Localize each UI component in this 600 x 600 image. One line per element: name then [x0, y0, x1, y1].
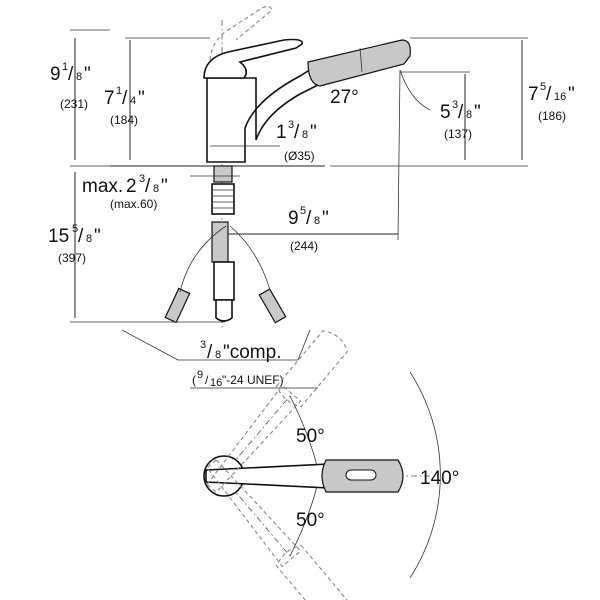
- svg-text:16: 16: [554, 91, 566, 103]
- svg-text:": ": [94, 226, 101, 247]
- hose-length-dimension: 15 5 / 8 " (397): [48, 223, 101, 265]
- outlet-height-dimension: 5 3 / 8 " (137): [440, 99, 481, 141]
- mounting-nut: [213, 165, 233, 183]
- svg-text:9: 9: [288, 208, 299, 229]
- svg-text:9: 9: [197, 369, 203, 381]
- max-deck-thickness-dimension: max. 2 3 / 8 " (max.60): [82, 173, 168, 211]
- svg-text:5: 5: [72, 223, 78, 235]
- svg-text:8: 8: [86, 233, 92, 245]
- side-elevation: [70, 5, 528, 389]
- total-angle-label: 140°: [420, 468, 459, 489]
- svg-text:": ": [474, 102, 481, 123]
- spout-reach-dimension: 9 5 / 8 " (244): [288, 205, 329, 253]
- handle-raised-outline: [209, 5, 273, 61]
- pullout-spray-head: [307, 39, 411, 87]
- svg-text:(: (: [192, 373, 196, 387]
- spout-angle-label: 27°: [330, 87, 359, 108]
- svg-text:(397): (397): [58, 251, 86, 265]
- svg-text:5: 5: [300, 205, 306, 217]
- svg-text:/: /: [546, 84, 552, 105]
- svg-text:"-24 UNEF): "-24 UNEF): [222, 373, 284, 387]
- svg-text:3: 3: [139, 173, 145, 185]
- svg-text:1: 1: [62, 61, 68, 73]
- svg-text:8: 8: [76, 71, 82, 83]
- svg-text:(186): (186): [538, 109, 566, 123]
- svg-text:/: /: [458, 102, 464, 123]
- lever-handle: [203, 38, 303, 79]
- svg-text:1: 1: [116, 85, 122, 97]
- svg-text:/: /: [205, 373, 209, 387]
- svg-text:8: 8: [215, 349, 221, 361]
- svg-text:(Ø35): (Ø35): [284, 149, 315, 163]
- weight-body: [213, 261, 235, 301]
- svg-text:3: 3: [288, 119, 294, 131]
- spout-height-dimension: 7 1 / 4 " (184): [104, 85, 145, 127]
- svg-text:/: /: [145, 176, 151, 197]
- svg-text:/: /: [68, 64, 74, 85]
- svg-text:3: 3: [200, 339, 206, 351]
- spout-rotated-right: [206, 459, 349, 600]
- svg-text:(137): (137): [444, 127, 472, 141]
- svg-text:": ": [161, 176, 168, 197]
- svg-text:/: /: [294, 122, 300, 143]
- spout-rotated-left: [206, 330, 349, 493]
- svg-text:(231): (231): [60, 97, 88, 111]
- svg-text:3: 3: [452, 99, 458, 111]
- svg-text:max.: max.: [82, 176, 123, 197]
- svg-text:15: 15: [48, 226, 69, 247]
- rotation-arc: [409, 371, 441, 579]
- svg-text:"comp.: "comp.: [223, 342, 281, 363]
- svg-text:/: /: [78, 226, 84, 247]
- upper-angle-label: 50°: [296, 426, 325, 447]
- svg-text:5: 5: [440, 102, 451, 123]
- svg-text:(max.60): (max.60): [110, 197, 157, 211]
- svg-text:8: 8: [466, 109, 472, 121]
- svg-text:1: 1: [276, 122, 287, 143]
- svg-text:": ": [84, 64, 91, 85]
- svg-text:": ": [138, 88, 145, 109]
- hole-diameter-dimension: 1 3 / 8 " (Ø35): [276, 119, 317, 163]
- svg-text:2: 2: [126, 176, 137, 197]
- svg-text:8: 8: [153, 183, 159, 195]
- weight-tip: [215, 299, 233, 322]
- svg-text:16: 16: [210, 377, 222, 389]
- faucet-body: [206, 64, 326, 163]
- svg-text:8: 8: [314, 215, 320, 227]
- max-height-dimension: 7 5 / 16 " (186): [528, 81, 575, 123]
- connection-size-label: 3 / 8 "comp. ( 9 / 16 "-24 UNEF): [192, 339, 284, 389]
- svg-text:/: /: [207, 342, 213, 363]
- svg-text:7: 7: [104, 88, 115, 109]
- svg-text:": ": [322, 208, 329, 229]
- lower-angle-label: 50°: [296, 510, 325, 531]
- svg-text:8: 8: [302, 129, 308, 141]
- threaded-shank: [211, 183, 235, 215]
- svg-text:4: 4: [130, 95, 136, 107]
- supply-hose-left: [164, 287, 191, 324]
- supply-hose-right: [258, 288, 287, 324]
- svg-text:/: /: [122, 88, 128, 109]
- total-height-dimension: 9 1 / 8 " (231): [50, 61, 91, 111]
- hose-connector: [211, 221, 229, 263]
- top-view-rotation: 50° 50° 140°: [203, 330, 459, 600]
- svg-text:": ": [310, 122, 317, 143]
- svg-text:(244): (244): [290, 239, 318, 253]
- svg-text:/: /: [306, 208, 312, 229]
- svg-text:(184): (184): [110, 113, 138, 127]
- svg-text:5: 5: [540, 81, 546, 93]
- svg-text:9: 9: [50, 64, 61, 85]
- svg-text:7: 7: [528, 84, 539, 105]
- svg-text:": ": [568, 84, 575, 105]
